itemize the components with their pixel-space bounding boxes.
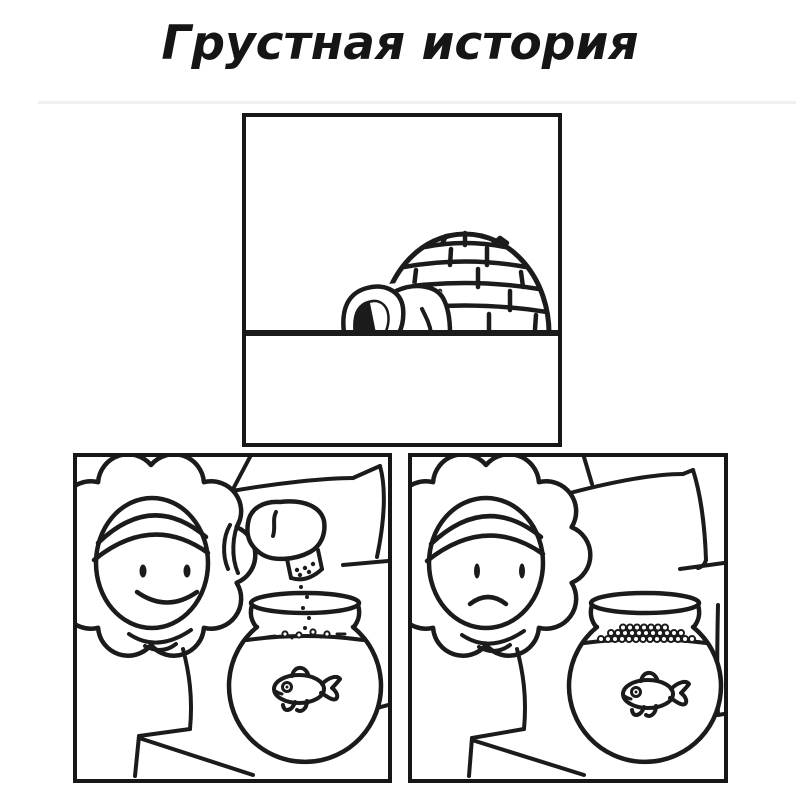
mitten [245,499,327,562]
headband-lower [424,533,546,564]
fish-bottom-fin [281,700,297,712]
left-eye [139,564,147,578]
food-on-water [265,628,347,640]
frown-mouth [467,594,509,607]
headband [428,514,544,547]
smile-mouth [134,589,200,605]
table [133,727,255,778]
right-eye [183,564,191,578]
mitten-with-food-shaker [222,499,327,582]
faint-divider-line [38,101,796,104]
bowl-rim [248,590,362,616]
fish [272,665,342,713]
fish-mouth [621,693,633,701]
fish-tail [668,679,691,707]
coat-edge [181,647,193,731]
panel-igloo [242,113,562,447]
fish-top-fin [639,670,659,683]
bowl-rim [588,590,702,616]
headband-lower [91,532,211,563]
bowl-body [226,624,384,765]
panel-feeding [73,453,392,783]
igloo-entrance-tunnel [341,283,453,336]
table [467,727,586,778]
face [426,495,546,631]
background-wall-lines [230,457,388,710]
fish [621,670,691,718]
left-eye [474,563,480,579]
collar [127,628,193,645]
right-eye [519,563,525,579]
fish-mouth [272,688,284,696]
falling-food-particles [299,585,313,637]
fish-eye [281,681,293,693]
fishbowl [566,590,724,765]
sleeve-cuff-2 [231,517,242,575]
fish-eye [630,686,642,698]
sleeve-cuff [222,523,232,571]
fishbowl [226,590,384,765]
face [93,495,211,631]
igloo-scene-drawing [246,230,558,336]
water-line [245,634,365,642]
fish-top-fin [290,665,310,678]
shaker-side [285,557,293,580]
collar-inner [477,643,512,653]
food-at-opening [294,561,316,578]
collar-inner [143,642,178,652]
shaker-opening [289,567,324,582]
panel-sad [408,453,728,783]
sad-scene-drawing [412,457,724,778]
fish-bottom-fin-2 [295,699,309,713]
fish-tail [319,674,342,702]
comic-title: Грустная история [161,16,639,71]
coat-edge [515,647,527,731]
feeding-scene-drawing [77,457,388,778]
mitten-crease [271,510,278,538]
fish-bottom-fin-2 [644,704,658,718]
bowl-body [566,624,724,765]
collar [460,629,526,646]
fish-bottom-fin [630,705,646,717]
sad-person [412,457,593,731]
uneaten-food-pile [597,623,696,643]
headband [95,513,209,546]
happy-person [77,457,258,731]
shaker-side-2 [316,548,324,571]
